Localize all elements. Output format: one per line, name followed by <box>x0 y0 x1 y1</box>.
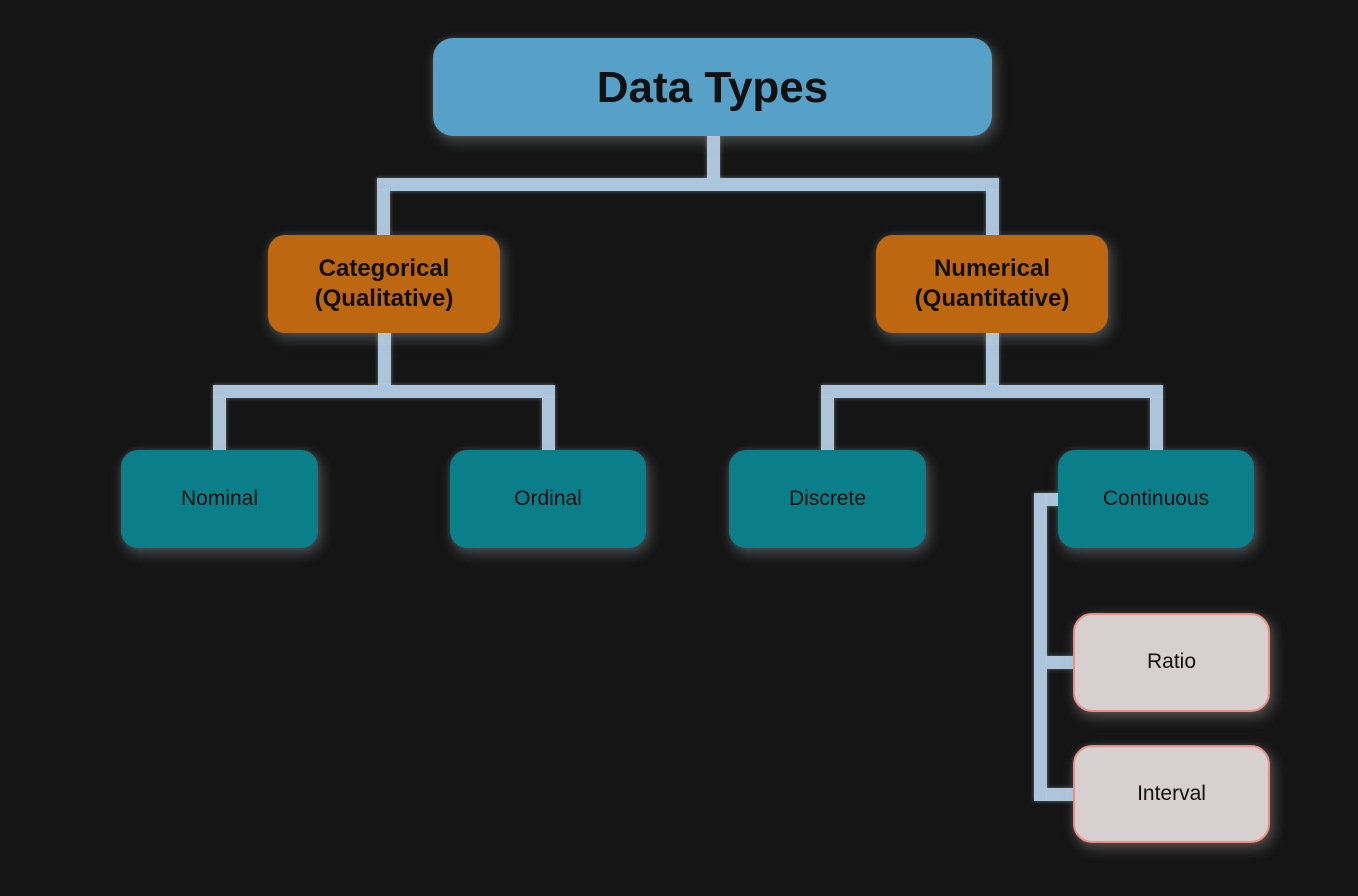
node-continuous: Continuous <box>1058 450 1254 548</box>
connector-continuous-stub <box>1047 493 1058 506</box>
node-ratio-label: Ratio <box>1146 650 1197 674</box>
connector-categorical-stem <box>378 333 391 385</box>
connector-numerical-bar <box>821 385 1163 398</box>
node-ordinal: Ordinal <box>450 450 646 548</box>
connector-to-discrete <box>821 398 834 450</box>
connector-to-categorical <box>377 191 390 235</box>
node-interval-label: Interval <box>1137 781 1206 805</box>
connector-root-stem <box>707 136 720 184</box>
node-discrete-label: Discrete <box>788 486 867 510</box>
connector-to-ratio <box>1047 656 1073 669</box>
node-ratio: Ratio <box>1073 613 1270 712</box>
node-interval: Interval <box>1073 745 1270 843</box>
connector-to-continuous <box>1150 398 1163 450</box>
node-categorical: Categorical (Qualitative) <box>268 235 500 333</box>
connector-to-numerical <box>986 191 999 235</box>
node-numerical-label: Numerical <box>933 254 1051 282</box>
connector-level1-bar <box>377 178 999 191</box>
connector-numerical-stem <box>986 333 999 385</box>
node-continuous-label: Continuous <box>1102 486 1210 510</box>
node-discrete: Discrete <box>729 450 926 548</box>
connector-to-ordinal <box>542 398 555 450</box>
node-data-types-label: Data Types <box>596 62 829 112</box>
node-nominal-label: Nominal <box>180 486 259 510</box>
node-data-types: Data Types <box>433 38 992 136</box>
node-ordinal-label: Ordinal <box>514 486 582 510</box>
connector-categorical-bar <box>213 385 555 398</box>
node-numerical: Numerical (Quantitative) <box>876 235 1108 333</box>
node-numerical-sublabel: (Quantitative) <box>914 285 1070 312</box>
node-categorical-sublabel: (Qualitative) <box>314 285 454 312</box>
connector-to-interval <box>1047 788 1073 801</box>
node-nominal: Nominal <box>121 450 318 548</box>
connector-continuous-bracket <box>1034 493 1047 801</box>
connector-to-nominal <box>213 398 226 450</box>
node-categorical-label: Categorical <box>318 254 450 282</box>
